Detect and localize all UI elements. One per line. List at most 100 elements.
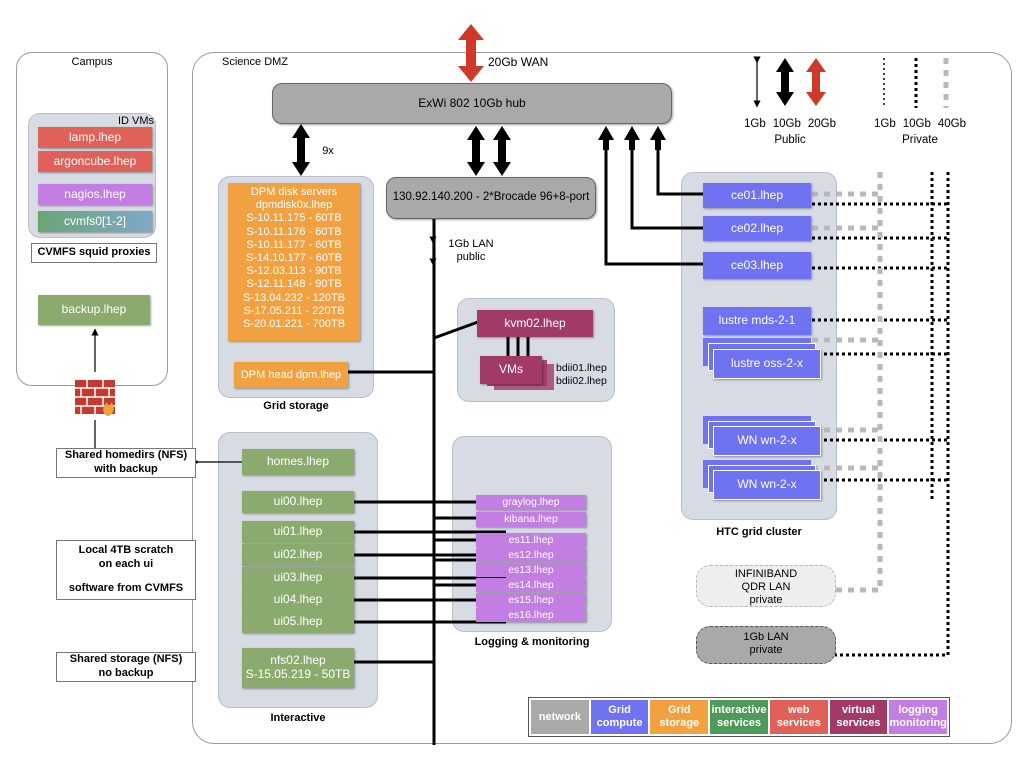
bdii02-label: bdii02.lhep <box>556 374 607 387</box>
bdii-labels: bdii01.lhep bdii02.lhep <box>556 362 616 387</box>
legend-interactive: interactive services <box>710 700 768 734</box>
private-lan[interactable]: 1Gb LAN private <box>696 626 836 664</box>
es13[interactable]: es13.lhep <box>476 563 586 577</box>
dpm-line-3: S-10.11.176 - 60TB <box>246 225 342 238</box>
ce02[interactable]: ce02.lhep <box>703 216 811 241</box>
wn-group-1[interactable]: WN wn-2-x <box>713 426 821 456</box>
kvm02-host[interactable]: kvm02.lhep <box>477 310 593 337</box>
vm-nagios[interactable]: nagios.lhep <box>38 184 152 205</box>
lustre-mds[interactable]: lustre mds-2-1 <box>703 307 811 335</box>
note-storage-line1: Shared storage (NFS) <box>69 653 183 666</box>
legend-grid-compute: Grid compute <box>590 700 649 734</box>
dpm-line-2: S-10.11.175 - 60TB <box>246 212 342 225</box>
es14[interactable]: es14.lhep <box>476 578 586 592</box>
exwi-hub[interactable]: ExWi 802 10Gb hub <box>272 83 672 124</box>
key-private-40gb: 40Gb <box>937 118 966 130</box>
ce03[interactable]: ce03.lhep <box>703 252 811 279</box>
key-private-labels: 1Gb 10Gb 40Gb <box>874 118 966 132</box>
es12[interactable]: es12.lhep <box>476 548 586 562</box>
key-public-10gb: 10Gb <box>772 118 801 130</box>
key-public-20gb: 20Gb <box>807 118 836 130</box>
infiniband-lan[interactable]: INFINIBAND QDR LAN private <box>696 565 836 607</box>
lustre-oss[interactable]: lustre oss-2-x <box>713 349 821 379</box>
note-homedirs: Shared homedirs (NFS) with backup <box>56 448 196 478</box>
backup-server[interactable]: backup.lhep <box>38 295 150 325</box>
ui04[interactable]: ui04.lhep <box>242 589 354 611</box>
graylog[interactable]: graylog.lhep <box>476 495 586 510</box>
infiniband-line3: private <box>749 594 783 607</box>
dpm-disk-servers[interactable]: DPM disk servers dpmdisk0x.lhep S-10.11.… <box>228 183 360 341</box>
ce01[interactable]: ce01.lhep <box>703 183 811 208</box>
logging-title: Logging & monitoring <box>474 636 590 648</box>
key-public-arrows <box>753 56 826 108</box>
key-private-title: Private <box>902 134 938 146</box>
es11[interactable]: es11.lhep <box>476 533 586 547</box>
kibana[interactable]: kibana.lhep <box>476 512 586 527</box>
brocade-switch[interactable]: 130.92.140.200 - 2*Brocade 96+8-port <box>386 177 596 219</box>
es16[interactable]: es16.lhep <box>476 608 586 622</box>
key-private-1gb: 1Gb <box>874 118 896 130</box>
ui03[interactable]: ui03.lhep <box>242 567 354 589</box>
wan-label: 20Gb WAN <box>488 55 549 69</box>
public-lan-backbone <box>348 218 506 745</box>
key-private-10gb: 10Gb <box>902 118 931 130</box>
dpm-line-1: dpmdisk0x.lhep <box>255 199 333 212</box>
infiniband-line2: QDR LAN <box>741 581 791 594</box>
bdii01-label: bdii01.lhep <box>556 362 607 374</box>
cvmfs-squid-label: CVMFS squid proxies <box>31 243 157 263</box>
note-homedirs-line2: with backup <box>94 463 158 475</box>
ui01[interactable]: ui01.lhep <box>242 521 354 543</box>
id-vms-label: ID VMs <box>117 115 154 127</box>
infiniband-line1: INFINIBAND <box>734 568 798 580</box>
ui02[interactable]: ui02.lhep <box>242 544 354 566</box>
nfs02-server[interactable]: nfs02.lhep S-15.05.219 - 50TB <box>242 648 354 688</box>
grid-storage-title: Grid storage <box>263 400 329 412</box>
dpm-line-9: S-17.05.211 - 220TB <box>243 304 345 317</box>
dpm-line-6: S-12.03.113 - 90TB <box>246 265 342 278</box>
wn-group-2[interactable]: WN wn-2-x <box>713 470 821 500</box>
key-public-labels: 1Gb 10Gb 20Gb <box>744 118 836 132</box>
vm-cvmfs[interactable]: cvmfs0[1-2] <box>38 211 152 232</box>
vm-lamp[interactable]: lamp.lhep <box>38 127 152 148</box>
key-private-lines <box>883 58 949 108</box>
lan-public-label: 1Gb LAN public <box>446 238 496 264</box>
ui00[interactable]: ui00.lhep <box>242 491 354 513</box>
note-shared-storage: Shared storage (NFS) no backup <box>56 652 196 682</box>
legend-virtual: virtual services <box>829 700 888 734</box>
interactive-title: Interactive <box>270 712 326 724</box>
lan-public-line1: 1Gb LAN <box>448 238 494 250</box>
vm-argoncube[interactable]: argoncube.lhep <box>38 151 152 172</box>
dpm-head[interactable]: DPM head dpm.lhep <box>234 362 348 388</box>
note-homedirs-line1: Shared homedirs (NFS) <box>64 449 188 462</box>
dpm-line-10: S-20.01.221 - 700TB <box>242 318 346 331</box>
hub-multiplier: 9x <box>322 145 334 157</box>
firewall-icon <box>73 376 119 418</box>
hub-ce-arrows <box>598 126 666 150</box>
private-lan-line2: private <box>749 644 783 657</box>
note-scratch-line1: Local 4TB scratch <box>78 544 174 557</box>
es15[interactable]: es15.lhep <box>476 593 586 607</box>
dpm-line-8: S-13.04.232 - 120TB <box>242 291 346 304</box>
legend-web: web services <box>769 700 828 734</box>
nfs02-line2: S-15.05.219 - 50TB <box>245 667 351 681</box>
private-lan-line1: 1Gb LAN <box>743 631 789 643</box>
wan-arrow <box>458 24 484 82</box>
science-dmz-title: Science DMZ <box>222 56 289 68</box>
lan-public-line2: public <box>456 251 486 264</box>
dpm-line-5: S-14.10.177 - 60TB <box>245 252 342 265</box>
campus-title: Campus <box>71 56 113 68</box>
legend-network: network <box>531 700 589 734</box>
homes-server[interactable]: homes.lhep <box>242 449 354 475</box>
key-public-1gb: 1Gb <box>744 118 766 130</box>
legend-grid-storage: Grid storage <box>650 700 709 734</box>
htc-title: HTC grid cluster <box>716 526 802 538</box>
vms-stack[interactable]: VMs <box>480 356 542 384</box>
dpm-line-0: DPM disk servers <box>250 186 338 198</box>
note-storage-line2: no backup <box>98 667 154 679</box>
note-scratch: Local 4TB scratch on each ui software fr… <box>56 540 196 600</box>
note-scratch-line2: on each ui <box>98 558 154 571</box>
ui05[interactable]: ui05.lhep <box>242 611 354 633</box>
legend-logging: logging monitoring <box>889 700 948 734</box>
color-legend: network Grid compute Grid storage intera… <box>528 697 950 737</box>
